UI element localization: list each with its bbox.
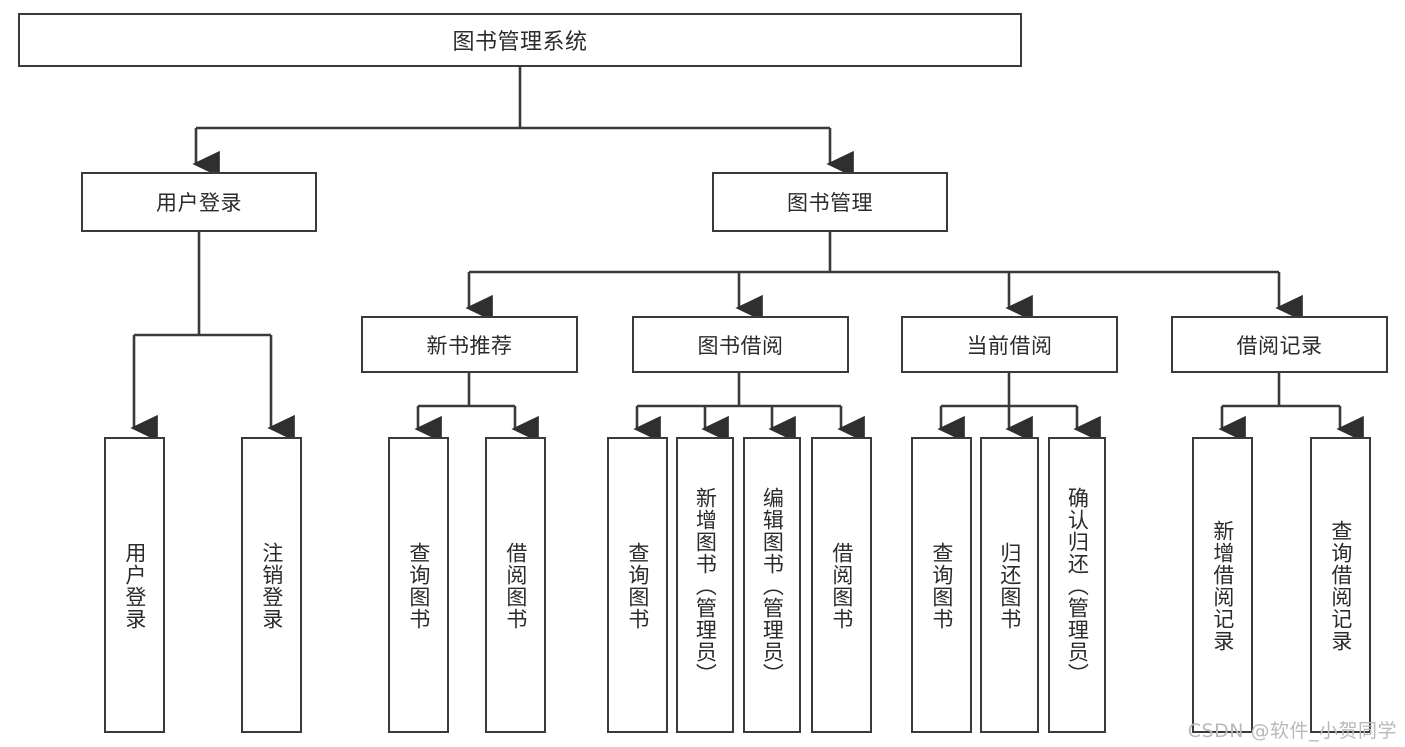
node-label: 当前借阅 [966,333,1053,358]
node-label: 查询图书 [406,542,431,630]
leaf-current-confirm-return-admin[interactable]: 确认归还（管理员） [1048,437,1106,733]
node-new-book-recommend[interactable]: 新书推荐 [361,316,578,373]
leaf-user-login[interactable]: 用户登录 [104,437,165,733]
leaf-current-return-book[interactable]: 归还图书 [980,437,1039,733]
leaf-record-add-borrow-record[interactable]: 新增借阅记录 [1192,437,1253,733]
leaf-borrow-add-book-admin[interactable]: 新增图书（管理员） [676,437,734,733]
node-label: 确认归还（管理员） [1065,487,1090,685]
node-label: 图书管理系统 [452,30,588,55]
node-label: 编辑图书（管理员） [760,487,785,685]
leaf-recommend-borrow-book[interactable]: 借阅图书 [485,437,546,733]
node-label: 用户登录 [156,191,242,215]
node-label: 借阅图书 [503,542,528,630]
leaf-borrow-borrow-book[interactable]: 借阅图书 [811,437,872,733]
node-label: 借阅记录 [1236,333,1323,358]
node-label: 查询借阅记录 [1328,520,1353,652]
node-book-borrow[interactable]: 图书借阅 [632,316,849,373]
leaf-record-query-borrow-record[interactable]: 查询借阅记录 [1310,437,1371,733]
node-book-management[interactable]: 图书管理 [712,172,948,232]
leaf-logout[interactable]: 注销登录 [241,437,302,733]
leaf-recommend-query-book[interactable]: 查询图书 [388,437,449,733]
leaf-borrow-edit-book-admin[interactable]: 编辑图书（管理员） [743,437,801,733]
node-label: 归还图书 [997,542,1022,630]
node-label: 查询图书 [929,542,954,630]
node-label: 图书借阅 [697,333,784,358]
leaf-current-query-book[interactable]: 查询图书 [911,437,972,733]
node-label: 新增图书（管理员） [693,487,718,685]
node-label: 注销登录 [259,542,284,630]
node-label: 新书推荐 [426,333,513,358]
node-current-borrow[interactable]: 当前借阅 [901,316,1118,373]
node-label: 借阅图书 [829,542,854,630]
node-label: 图书管理 [787,191,873,215]
node-label: 新增借阅记录 [1210,520,1235,652]
node-label: 查询图书 [625,542,650,630]
leaf-borrow-query-book[interactable]: 查询图书 [607,437,668,733]
node-root-system[interactable]: 图书管理系统 [18,13,1022,67]
watermark-text: CSDN @软件_小贺同学 [1187,720,1397,742]
node-borrow-record[interactable]: 借阅记录 [1171,316,1388,373]
node-label: 用户登录 [122,542,147,630]
node-user-login[interactable]: 用户登录 [81,172,317,232]
